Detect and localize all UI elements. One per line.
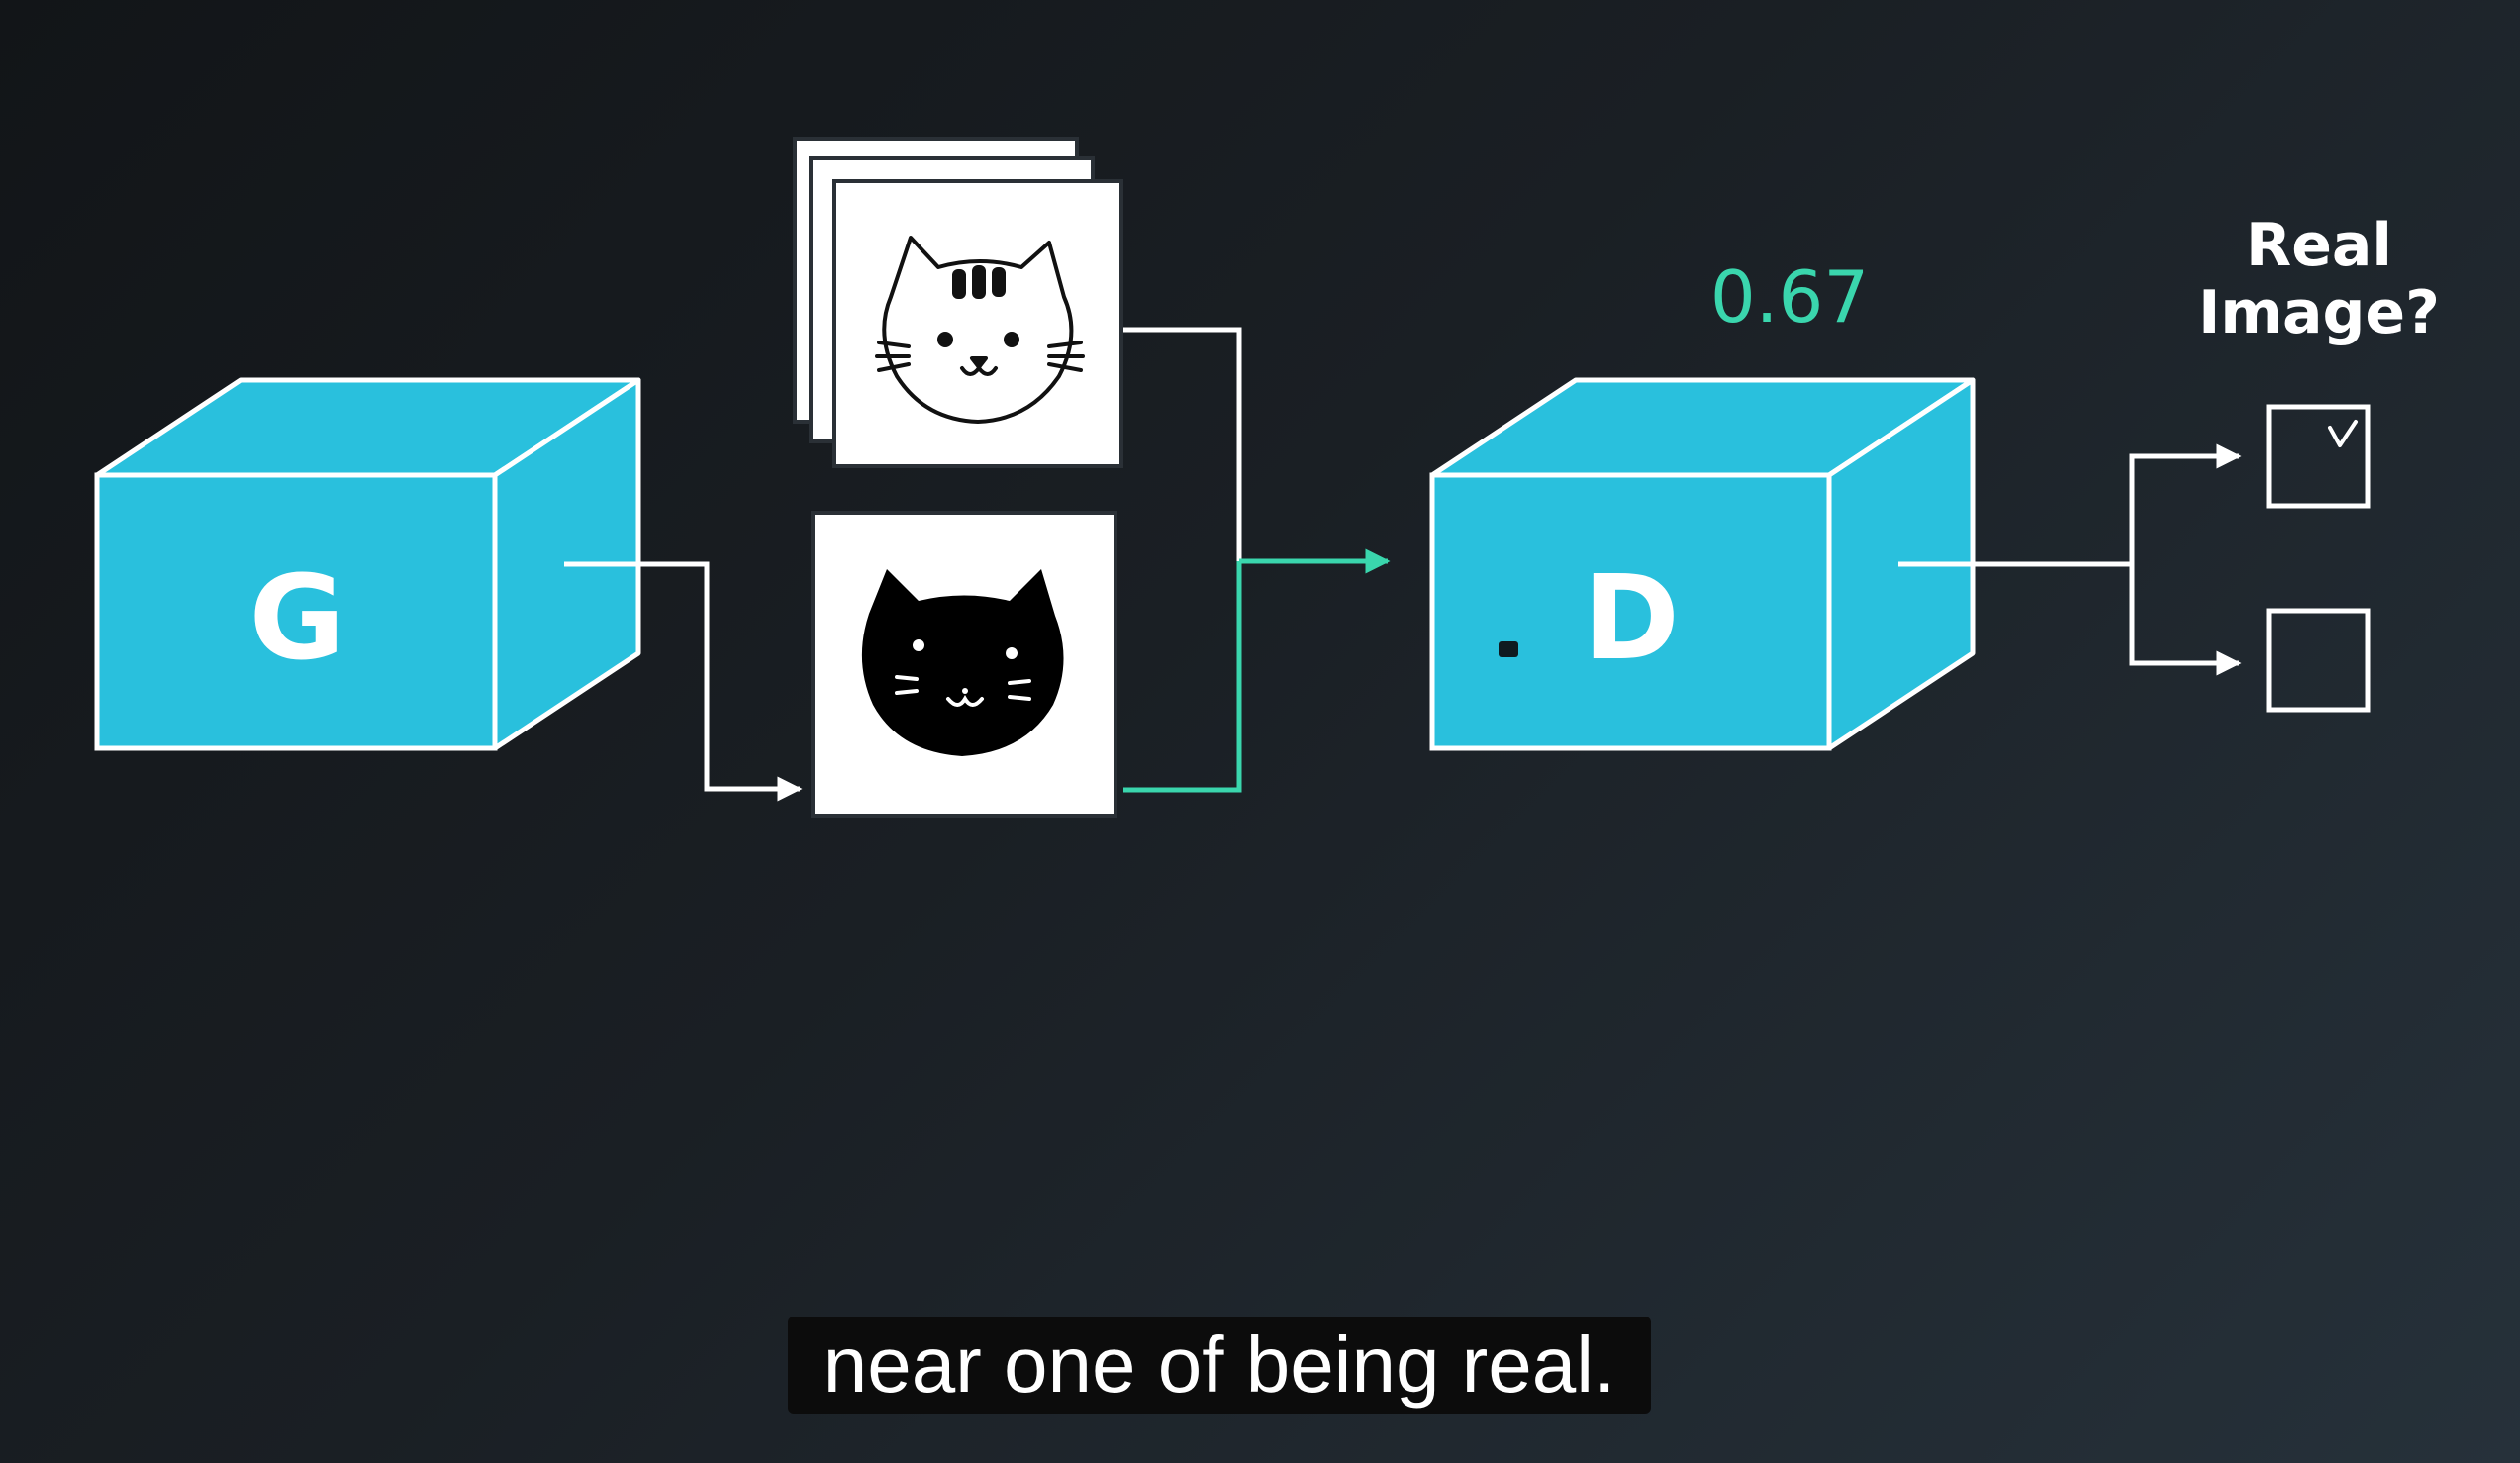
discriminator-box: D: [1429, 377, 1976, 751]
branch-up-arrow: [2129, 443, 2242, 564]
generated-image-connector: [1123, 561, 1242, 793]
output-label-line1: Real: [2246, 211, 2392, 280]
outline-cat-icon: [875, 236, 1085, 424]
real-image-connector: [1123, 327, 1242, 561]
black-cat-icon: [861, 569, 1064, 756]
subtitle-caption: near one of being real.: [788, 1317, 1651, 1414]
discriminator-label: D: [1583, 549, 1680, 686]
generator-output-arrow: [564, 561, 803, 802]
fake-checkbox[interactable]: [2266, 608, 2371, 713]
real-image-stack: [793, 137, 1123, 468]
discriminator-score: 0.67: [1710, 255, 1869, 339]
output-label-line2: Image?: [2198, 278, 2440, 347]
generated-image: [811, 511, 1117, 818]
cat-stripes: [952, 265, 1006, 299]
branch-down-arrow: [2129, 564, 2242, 676]
generator-box: G: [94, 377, 641, 751]
check-icon: [2328, 420, 2358, 447]
real-checkbox[interactable]: [2266, 404, 2371, 509]
generator-label: G: [249, 549, 345, 686]
